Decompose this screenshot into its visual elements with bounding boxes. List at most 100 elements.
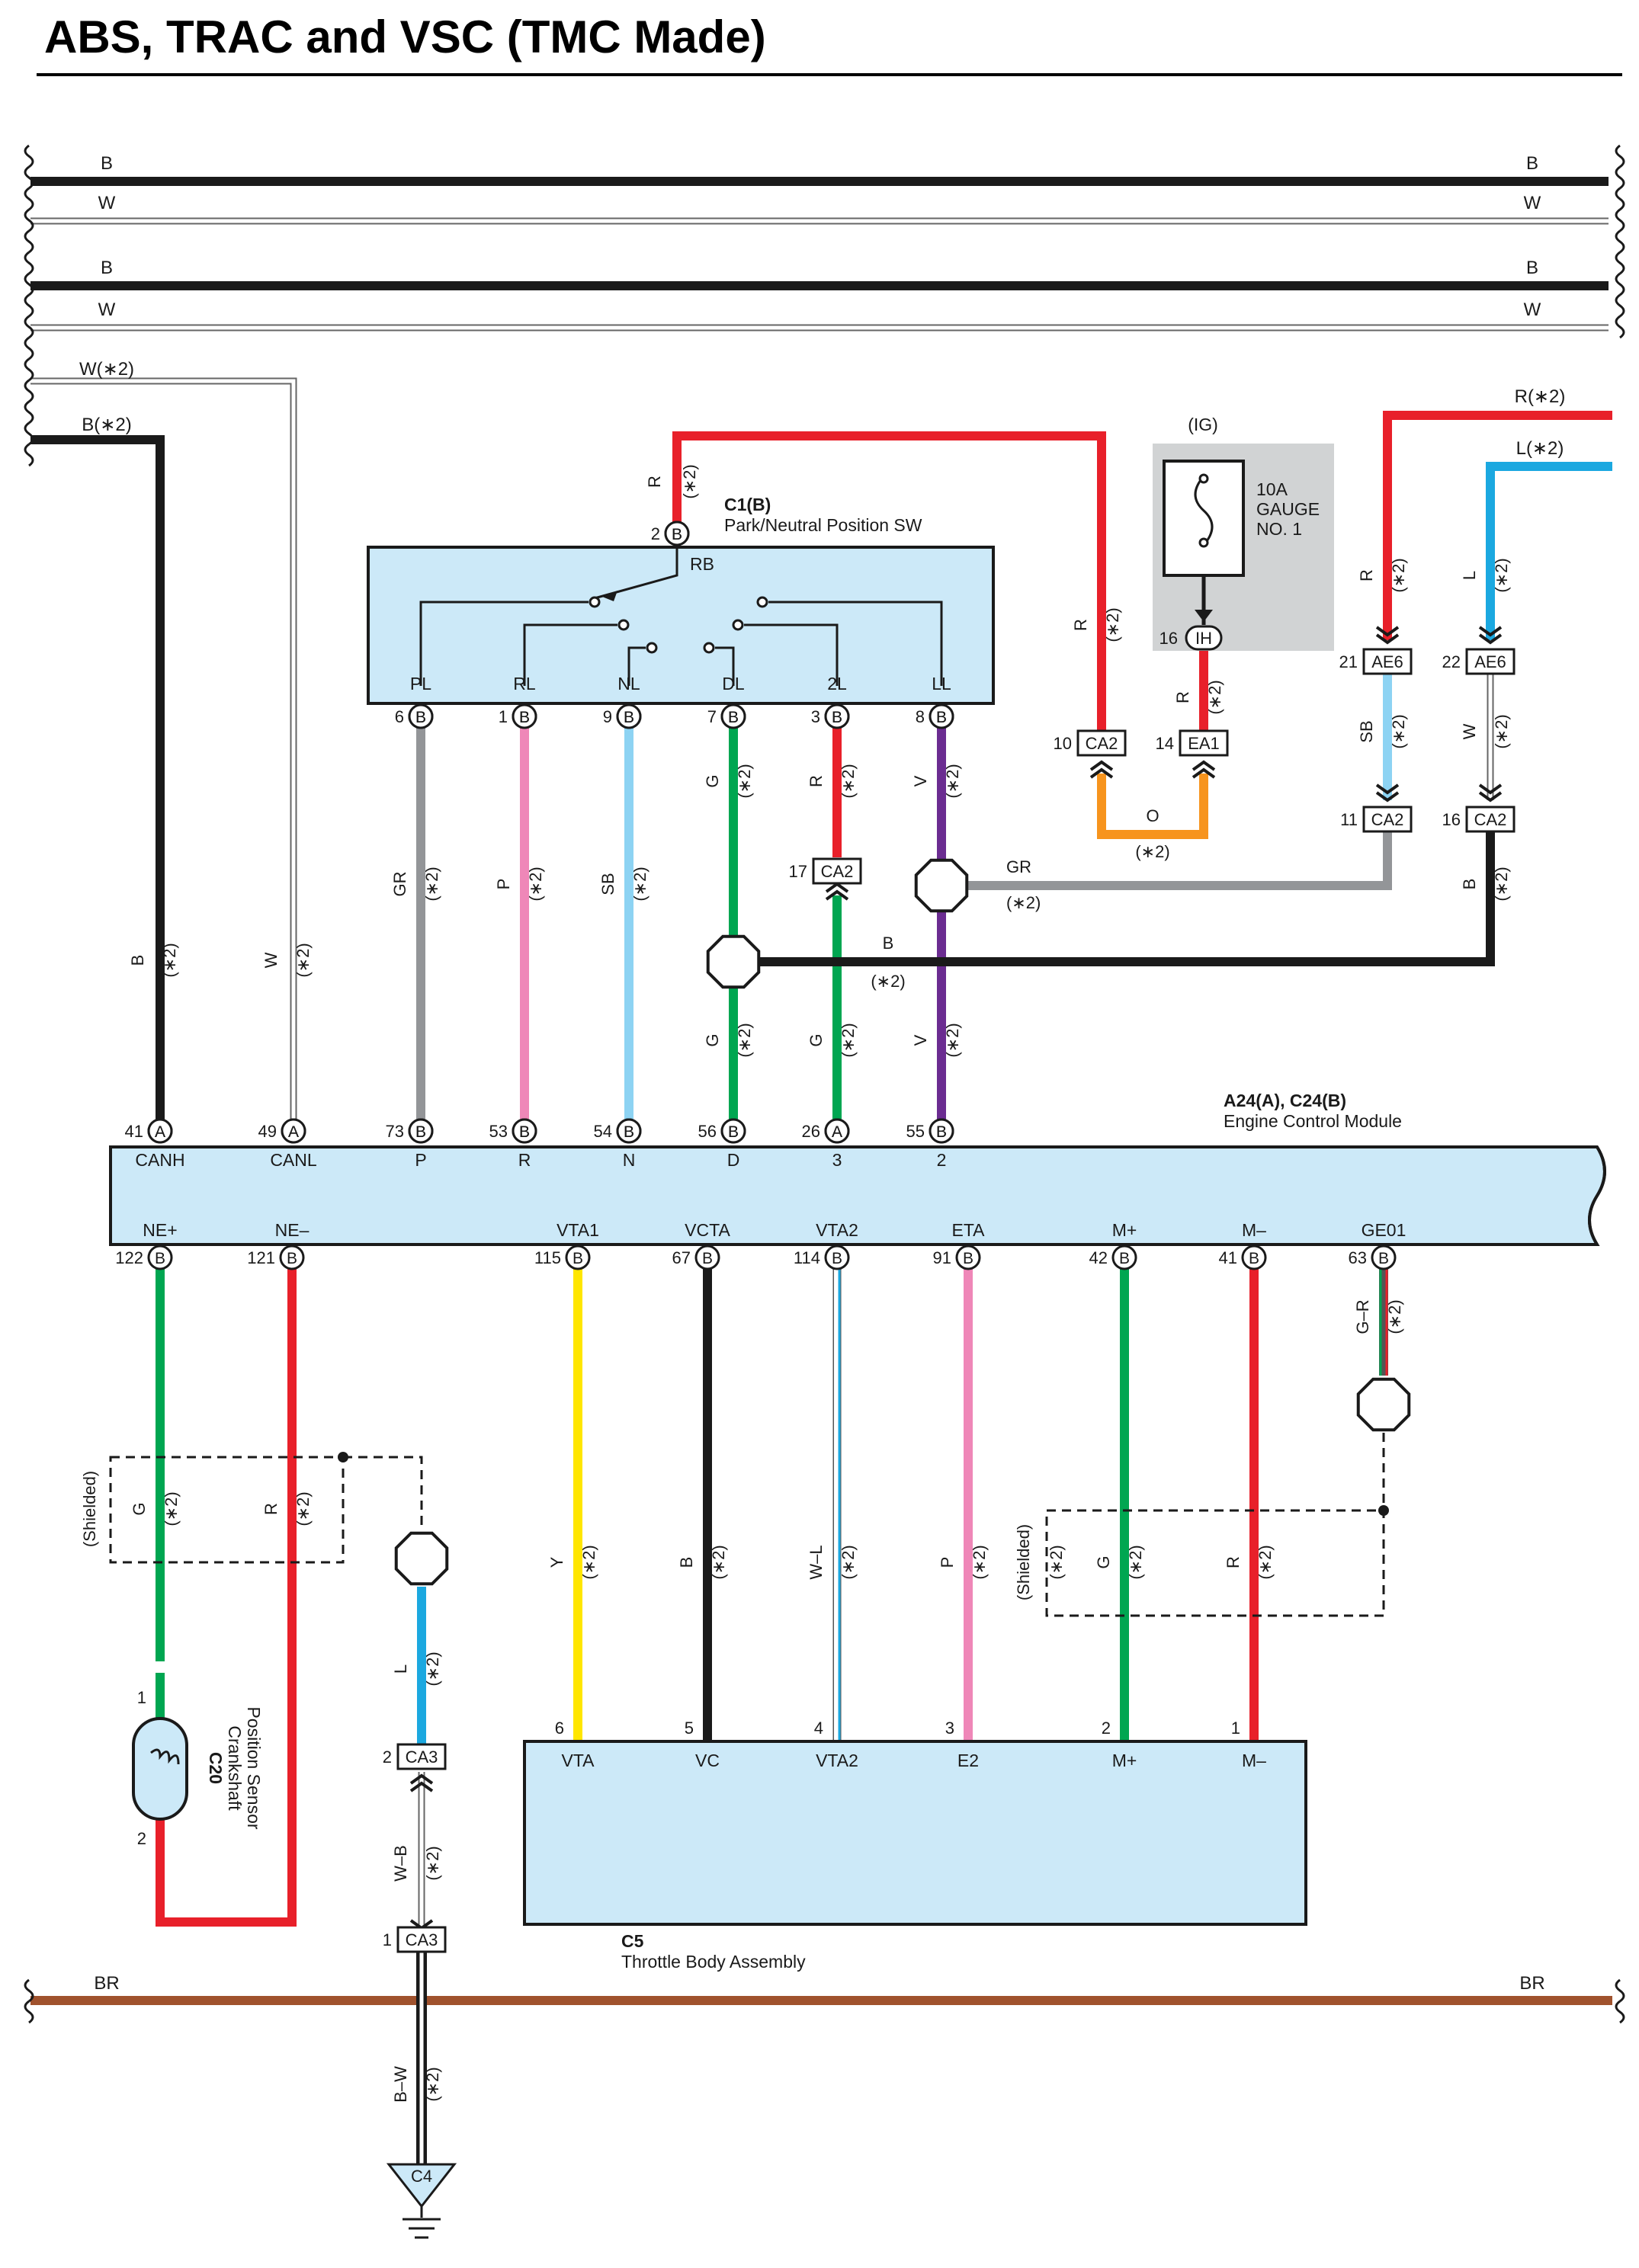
wire-bus-w-tap (30, 377, 297, 1126)
wl-ll-top-color: V (911, 775, 930, 786)
right-input-l-label: L(∗2) (1516, 438, 1564, 459)
jb-ca2-16-chevron (1478, 783, 1503, 795)
wl-ca2-16-b-note: (∗2) (1492, 867, 1511, 901)
jb-ca3-2-pin: 2 (383, 1747, 392, 1767)
jb-ca2-16-box (1465, 806, 1516, 833)
ecm-bot-pin-8-num: 63 (1349, 1248, 1367, 1267)
pnp-input-pin-cap-conn: B (672, 526, 682, 543)
jb-ea1-14-chevron (1192, 767, 1216, 779)
wl-ig-ea1-note: (∗2) (1205, 680, 1224, 714)
jb-ea1-14-conn: EA1 (1188, 734, 1220, 753)
wl-m-minus-color: R (1224, 1556, 1243, 1568)
ecm-top-pin-6-conn: A (832, 1123, 842, 1141)
bus-label-left-3: W (98, 300, 116, 320)
bus-break-right (1615, 251, 1625, 275)
crank-sensor-coil (150, 1748, 180, 1765)
ecm-name: Engine Control Module (1224, 1111, 1402, 1131)
pnp-input-pin-num: 2 (651, 524, 660, 543)
ecm-bot-pin-0-terminal (147, 1245, 173, 1270)
ecm-bot-pin-2-terminal (565, 1245, 591, 1270)
bus-break-left (24, 357, 34, 382)
wl-rl-note: (∗2) (526, 867, 545, 901)
wl-ne-minus-color: R (261, 1503, 281, 1515)
wire-bus-b-tap (30, 435, 165, 1126)
wl-2l-top-note: (∗2) (839, 764, 858, 798)
bus-break-right (1615, 187, 1625, 211)
ecm-bot-pin-4-num: 114 (794, 1248, 820, 1267)
pnp-pin-0-num: 6 (395, 707, 404, 726)
ecm-top-pin-1-num: 49 (258, 1122, 277, 1141)
wl-nl-color: SB (598, 873, 617, 895)
ecm-top-pin-5-num: 56 (698, 1122, 717, 1141)
ig-fuse-rating: 10A (1256, 479, 1288, 499)
bus-break-right (1615, 144, 1625, 168)
wl-eta-color: P (938, 1557, 957, 1568)
ecm-bot-label-5: ETA (951, 1220, 985, 1240)
wl-vta2-note: (∗2) (839, 1545, 858, 1579)
wl-canh-note: (∗2) (160, 943, 179, 977)
ecm-bot-pin-6-terminal (1111, 1245, 1137, 1270)
components-layer (24, 144, 1625, 2239)
pnp-contact-lead-4 (744, 623, 839, 686)
wl-dl-top-color: G (703, 774, 722, 787)
ground-bus-label-right: BR (1519, 1973, 1544, 1994)
ecm-top-pin-cap-1-terminal (281, 1118, 306, 1144)
jb-ca3-2-chevron (409, 1773, 434, 1785)
bus-tap-label-w: W(∗2) (79, 359, 134, 380)
pnp-pin-5-conn: B (936, 709, 947, 726)
ecm-bot-pin-5-conn: B (963, 1250, 973, 1267)
ig-fuse-term-top (1198, 473, 1209, 484)
jb-ae6-21-chevron (1375, 633, 1400, 645)
jb-ca2-16-conn: CA2 (1474, 810, 1507, 829)
pnp-pin-label-1: RL (513, 674, 536, 694)
wl-eta-note: (∗2) (970, 1545, 989, 1579)
ecm-bot-pin-3-num: 67 (672, 1248, 691, 1267)
ground-c4 (386, 2163, 457, 2209)
jb-ea1-14-box (1179, 729, 1229, 757)
ground-bus-break-left (24, 1978, 34, 2003)
pnp-wiper (594, 545, 678, 600)
throttle-body-id: C5 (621, 1931, 644, 1951)
wl-shield-l-note: (∗2) (423, 1651, 442, 1686)
pnp-contact-lead-0 (419, 601, 589, 686)
wl-2l-bot-note: (∗2) (839, 1023, 858, 1057)
jb-ca3-2-box (396, 1743, 447, 1770)
bus-break-left (24, 229, 34, 254)
tb-pin-label-0: VTA (561, 1751, 595, 1770)
ig-fuse-name-2: NO. 1 (1256, 519, 1302, 539)
ig-connector-pin: 16 (1159, 629, 1178, 648)
wl-dl-bot-color: G (703, 1033, 722, 1046)
wl-canl-note: (∗2) (293, 943, 313, 977)
ecm-bot-pin-1-terminal (279, 1245, 305, 1270)
ground-bus-break-right-2 (1615, 2000, 1625, 2024)
pnp-pin-label-5: LL (932, 674, 951, 694)
bus-break-left (24, 315, 34, 339)
ecm-top-pin-cap-0-conn: A (155, 1123, 165, 1141)
jb-ca3-1-box (396, 1926, 447, 1953)
wl-vcta-color: B (677, 1557, 696, 1568)
ecm-bot-pin-7-conn: B (1249, 1250, 1259, 1267)
bus-break-left (24, 443, 34, 467)
ig-connector-label: IH (1195, 629, 1212, 648)
ecm-top-label-3: R (518, 1150, 531, 1170)
wire-right-r (1383, 411, 1612, 640)
pnp-contact-3 (703, 642, 715, 654)
bus-break-right (1615, 272, 1625, 296)
tb-pin-num-3: 3 (945, 1719, 954, 1738)
ecm-top-label-5: D (727, 1150, 740, 1170)
bus-break-right (1615, 208, 1625, 232)
wl-shield-l-color: L (391, 1664, 410, 1674)
pnp-pin-2-conn: B (624, 709, 634, 726)
ecm-top-label-0: CANH (135, 1150, 184, 1170)
bus-break-left (24, 293, 34, 318)
wl-ca3-wb-note: (∗2) (423, 1846, 442, 1880)
pnp-contact-lead-1 (523, 623, 617, 686)
wl-vta2-color: W–L (807, 1545, 826, 1579)
pnp-pin-cap-4-terminal (824, 703, 850, 729)
ecm-bot-pin-6-num: 42 (1089, 1248, 1108, 1267)
ecm-top-pin-cap-4-terminal (616, 1118, 642, 1144)
wl-ne-plus-note: (∗2) (162, 1491, 181, 1526)
ecm-bot-pin-7-terminal (1241, 1245, 1267, 1270)
wl-canh-color: B (128, 955, 147, 966)
jb-ca2-10-chevron (1089, 767, 1114, 779)
